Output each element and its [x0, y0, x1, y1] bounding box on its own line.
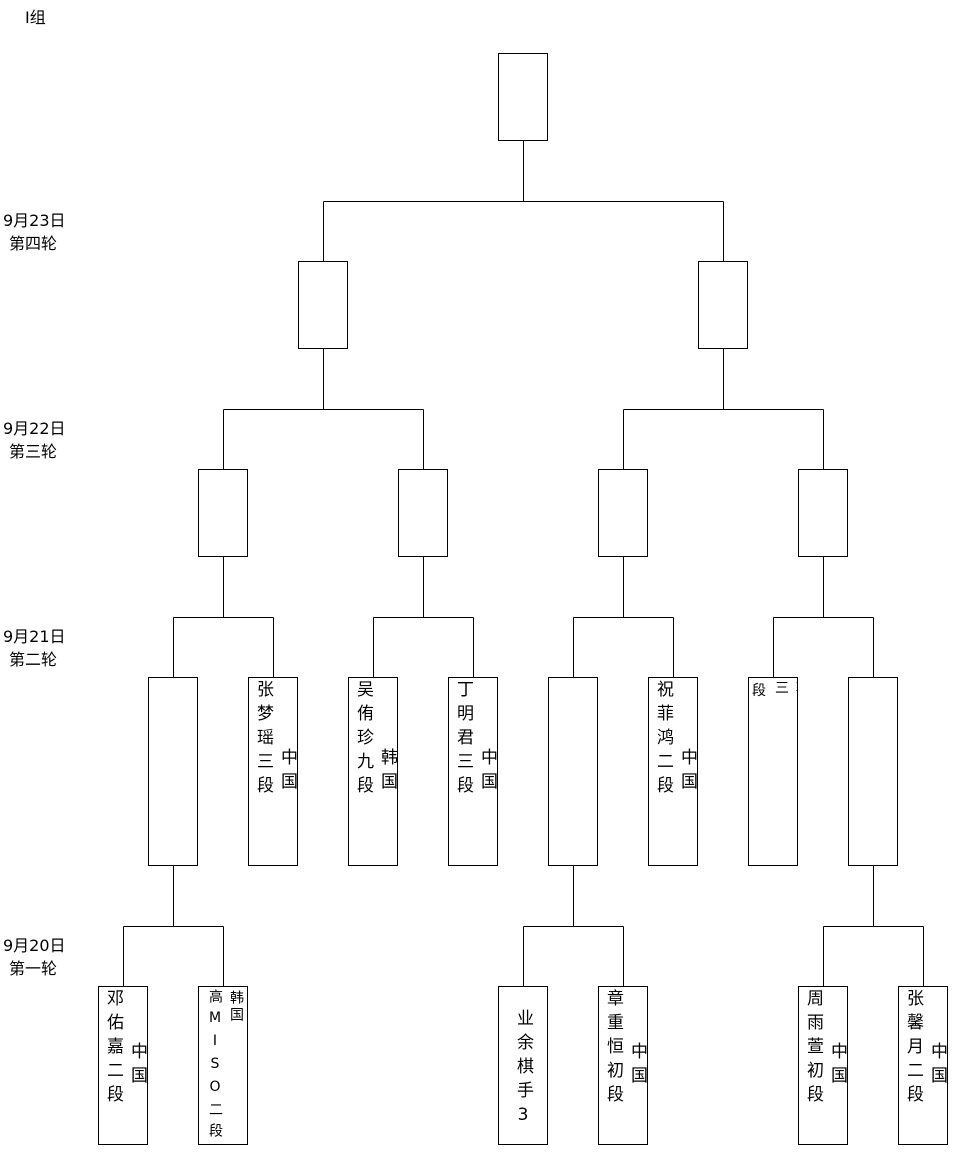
player-country: 中国	[277, 747, 297, 796]
round3-slot	[798, 469, 848, 557]
connector-r1-b	[523, 866, 624, 986]
player-box: 邓佑嘉二段 中国	[98, 986, 148, 1145]
round3-slot	[398, 469, 448, 557]
player-box: 周雨萱初段 中国	[798, 986, 848, 1145]
player-name: 业余棋手3	[513, 1009, 533, 1132]
player-country: 中国	[677, 747, 697, 796]
round4-name: 第四轮	[9, 234, 58, 253]
connector-semi-right	[623, 349, 824, 469]
player-name-overflow: 段	[752, 683, 766, 699]
player-country: 中国	[827, 1041, 847, 1090]
player-name: 祝菲鸿二段	[653, 680, 673, 800]
round4-date: 9月23日	[3, 211, 66, 230]
player-country: 中国	[477, 747, 497, 796]
round2-name: 第二轮	[9, 650, 58, 669]
player-country: 韩国	[794, 680, 798, 714]
player-box: 丁明君三段 中国	[448, 677, 498, 866]
player-box: 章重恒初段 中国	[598, 986, 648, 1145]
connector-semi-left	[223, 349, 424, 469]
round2-slot	[848, 677, 898, 866]
connector-quarter-2	[373, 557, 474, 677]
round2-date: 9月21日	[3, 627, 66, 646]
connector-r1-c	[823, 866, 924, 986]
round3-slot	[198, 469, 248, 557]
connector-quarter-1	[173, 557, 274, 677]
final-slot	[498, 53, 548, 141]
player-country: 中国	[627, 1041, 647, 1090]
round3-name: 第三轮	[9, 442, 58, 461]
player-name: 章重恒初段	[603, 989, 623, 1109]
player-box: 祝菲鸿二段 中国	[648, 677, 698, 866]
player-box: 高MISO二段 韩国	[198, 986, 248, 1145]
round2-slot	[148, 677, 198, 866]
player-box: 业余棋手3	[498, 986, 548, 1145]
player-country: 韩国	[377, 747, 397, 796]
round1-date: 9月20日	[3, 936, 66, 955]
round4-slot	[698, 261, 748, 349]
connector-final	[323, 141, 724, 261]
connector-r1-a	[123, 866, 224, 986]
player-name: 张梦瑶三段	[253, 680, 273, 800]
round4-slot	[298, 261, 348, 349]
connector-quarter-3	[573, 557, 674, 677]
player-box: 吴侑珍九段 韩国	[348, 677, 398, 866]
connector-quarter-4	[773, 557, 874, 677]
player-name: 周雨萱初段	[803, 989, 823, 1109]
player-country: 中国	[927, 1041, 947, 1090]
player-name: 邓佑嘉二段	[103, 989, 123, 1109]
round1-name: 第一轮	[9, 959, 58, 978]
player-name: 丁明君三段	[453, 680, 473, 800]
player-country: 中国	[127, 1041, 147, 1090]
player-name: 吴侑珍九段	[353, 680, 373, 800]
player-name: 高MISO二段	[207, 989, 223, 1144]
player-country: 韩国	[228, 990, 244, 1024]
player-name: 李SEULJU三	[773, 680, 797, 846]
round3-date: 9月22日	[3, 419, 66, 438]
player-box: 张馨月二段 中国	[898, 986, 948, 1145]
round2-slot	[548, 677, 598, 866]
player-name: 张馨月二段	[903, 989, 923, 1109]
round3-slot	[598, 469, 648, 557]
player-box: 张梦瑶三段 中国	[248, 677, 298, 866]
player-box: 段 李SEULJU三 韩国	[748, 677, 798, 866]
group-title: I组	[25, 8, 46, 27]
